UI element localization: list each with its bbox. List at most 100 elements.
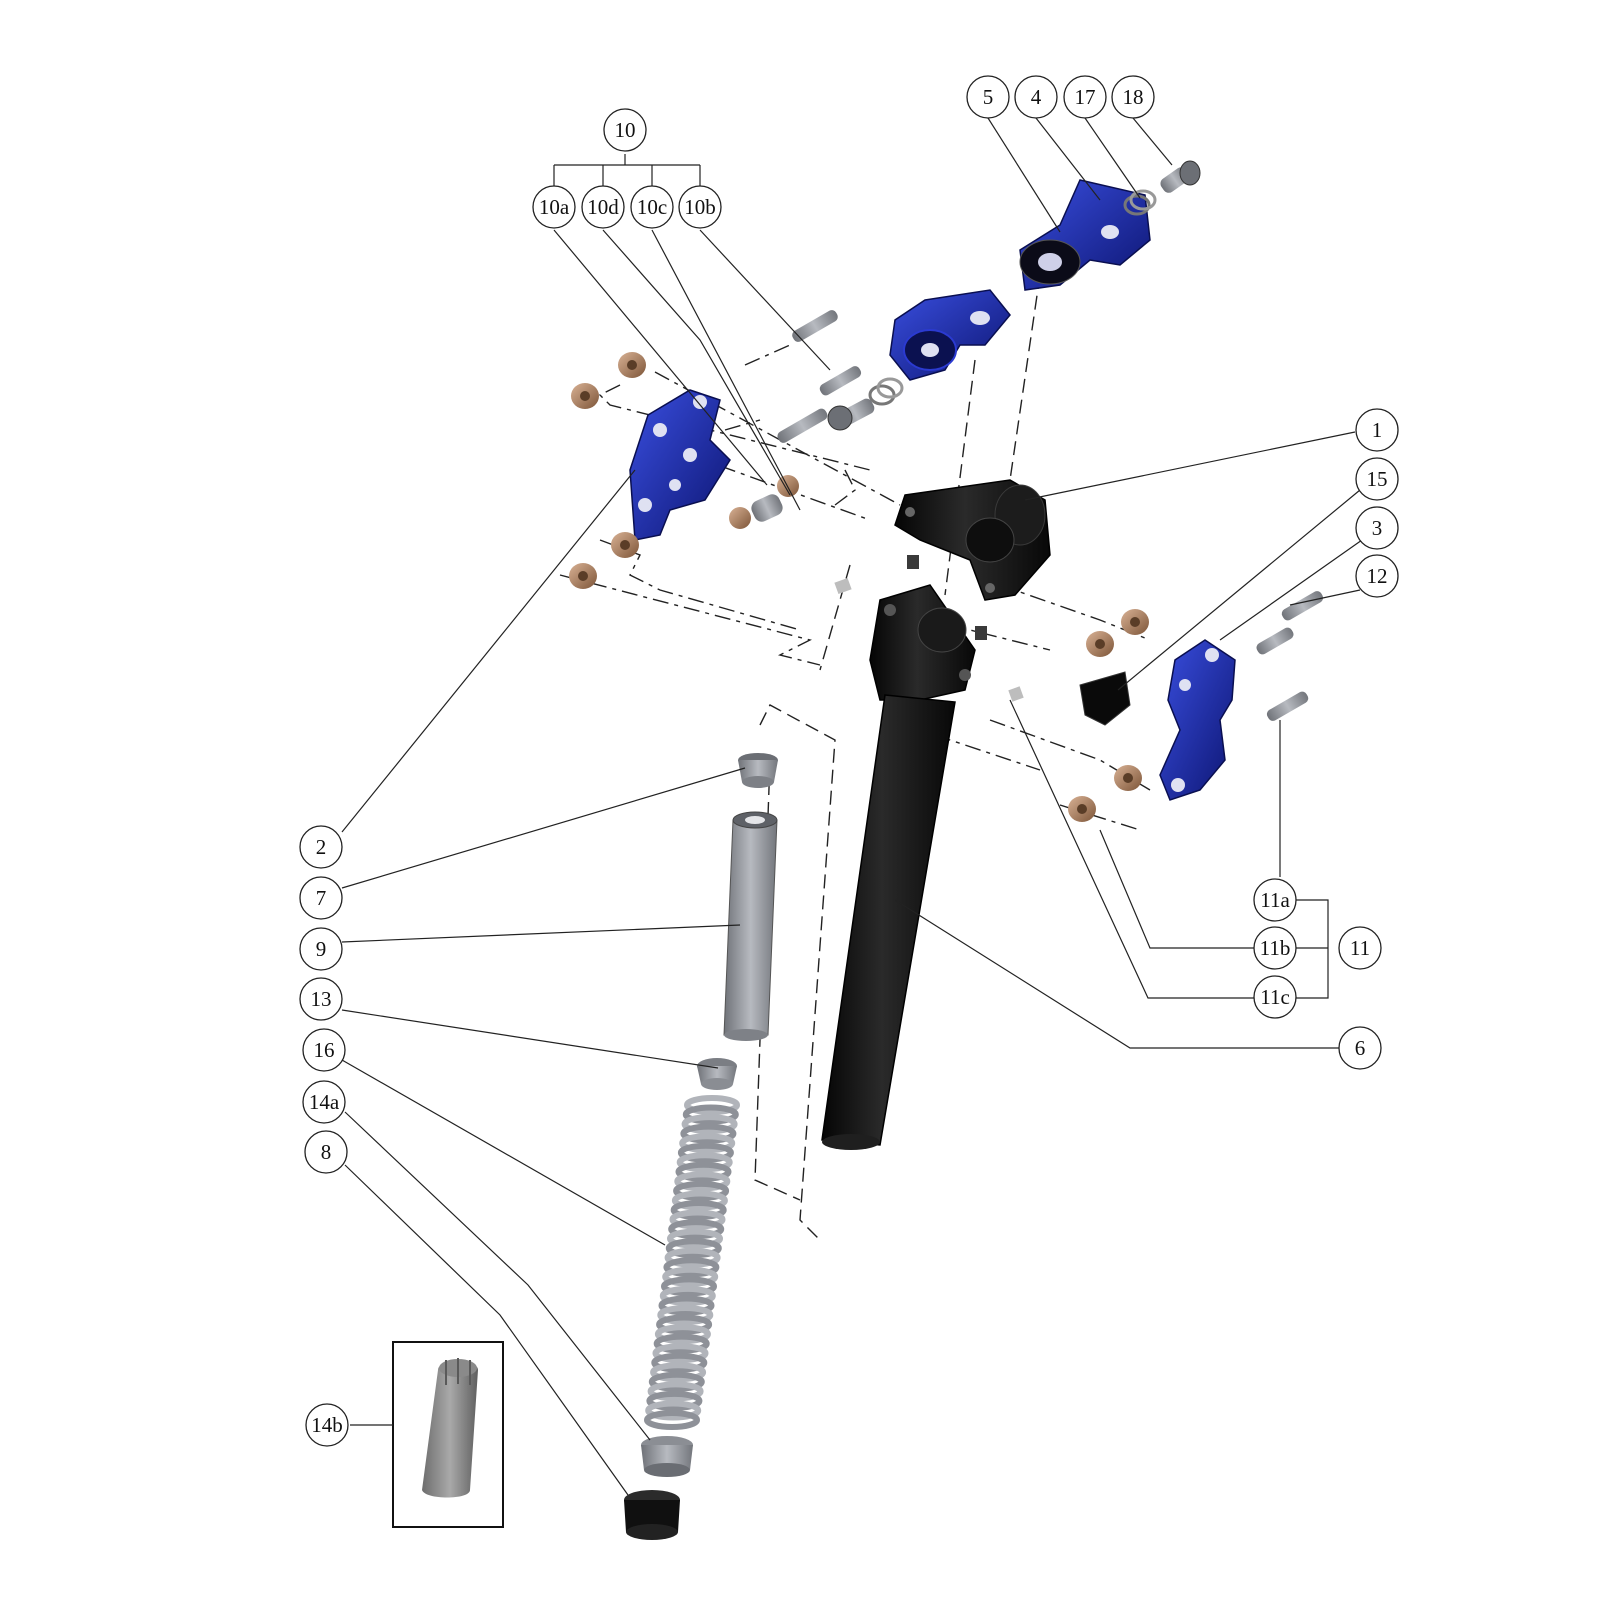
inset-box-14b — [392, 1341, 504, 1528]
callout-5: 5 — [966, 75, 1010, 119]
seatpost-tube — [821, 584, 976, 1150]
spring-coil — [681, 1114, 738, 1135]
spring-coil — [653, 1333, 710, 1354]
rubber-bumper-15 — [1079, 671, 1131, 726]
spring-coil — [665, 1238, 722, 1259]
svg-text:11a: 11a — [1260, 888, 1290, 912]
callout-6: 6 — [1338, 1026, 1382, 1070]
svg-text:15: 15 — [1367, 467, 1388, 491]
spring-retainer-14a — [641, 1436, 693, 1477]
callout-11: 11 — [1338, 926, 1382, 970]
spring-coil — [662, 1266, 719, 1287]
spring-coil — [647, 1381, 704, 1402]
callout-1: 1 — [1355, 408, 1399, 452]
top-cap-7 — [738, 753, 778, 788]
spring-coil — [644, 1410, 700, 1430]
spring-coil — [667, 1228, 723, 1249]
svg-text:4: 4 — [1031, 85, 1042, 109]
svg-text:13: 13 — [311, 987, 332, 1011]
spring-coil — [648, 1371, 705, 1392]
spring-coil — [669, 1209, 726, 1230]
svg-text:10c: 10c — [637, 195, 667, 219]
callout-3: 3 — [1355, 506, 1399, 550]
spring-coil — [658, 1295, 715, 1316]
svg-text:11c: 11c — [1260, 985, 1290, 1009]
leader-lines — [341, 117, 1363, 1496]
bottom-cap-8 — [624, 1490, 680, 1540]
svg-text:11b: 11b — [1260, 936, 1291, 960]
callout-14a: 14a — [302, 1080, 346, 1124]
svg-text:2: 2 — [316, 835, 327, 859]
bolt-18 — [1160, 160, 1201, 193]
svg-text:17: 17 — [1075, 85, 1096, 109]
svg-text:14a: 14a — [309, 1090, 340, 1114]
svg-text:12: 12 — [1367, 564, 1388, 588]
callout-10c: 10c — [630, 185, 674, 229]
callout-16: 16 — [302, 1028, 346, 1072]
spring-coil — [673, 1180, 730, 1201]
svg-text:6: 6 — [1355, 1036, 1366, 1060]
svg-text:16: 16 — [314, 1038, 335, 1062]
spring-coil — [670, 1200, 727, 1220]
left-link-plate — [629, 389, 731, 541]
spring-coil — [650, 1362, 707, 1383]
svg-text:10: 10 — [615, 118, 636, 142]
spring-coil — [663, 1257, 720, 1278]
spring-coil — [657, 1305, 714, 1325]
callout-7: 7 — [299, 876, 343, 920]
callout-17: 17 — [1063, 75, 1107, 119]
svg-text:14b: 14b — [311, 1413, 343, 1437]
spring-coil — [656, 1314, 713, 1335]
pins-right — [1256, 591, 1324, 721]
spring-coil — [654, 1324, 711, 1345]
callout-11b: 11b — [1253, 926, 1297, 970]
spring-coil — [674, 1171, 731, 1192]
svg-text:9: 9 — [316, 937, 327, 961]
spring-coil — [661, 1276, 717, 1297]
spring-coil — [679, 1133, 736, 1154]
spring-coil — [651, 1352, 708, 1373]
saddle-clamp-upper — [1019, 160, 1201, 291]
svg-text:11: 11 — [1350, 936, 1370, 960]
right-link-plate — [1159, 639, 1236, 801]
damper-sleeve-9 — [723, 811, 778, 1041]
svg-text:7: 7 — [316, 886, 327, 910]
bronze-bushings — [569, 352, 1149, 822]
svg-text:5: 5 — [983, 85, 994, 109]
spring-coil — [676, 1152, 733, 1173]
spring-coil — [671, 1190, 728, 1211]
callout-4: 4 — [1014, 75, 1058, 119]
callout-15: 15 — [1355, 457, 1399, 501]
callout-13: 13 — [299, 977, 343, 1021]
spring-coil — [664, 1247, 721, 1268]
spring-coil — [645, 1400, 702, 1421]
rocker-head — [894, 479, 1051, 601]
callout-10d: 10d — [581, 185, 625, 229]
svg-text:10d: 10d — [587, 195, 619, 219]
pivot-sleeve — [751, 494, 783, 522]
callout-11c: 11c — [1253, 975, 1297, 1019]
spring-coil — [675, 1161, 732, 1182]
spring-coil — [677, 1142, 734, 1163]
small-set-screws — [834, 555, 1024, 702]
callout-10b: 10b — [678, 185, 722, 229]
bolt — [827, 398, 875, 431]
callout-10: 10 — [603, 108, 647, 152]
callout-8: 8 — [304, 1130, 348, 1174]
svg-text:18: 18 — [1123, 85, 1144, 109]
saddle-clamp-lower — [827, 289, 1011, 431]
spring-seat-13 — [697, 1058, 737, 1090]
spring-washer — [868, 377, 904, 406]
callout-14b: 14b — [305, 1403, 349, 1447]
assembly-dash-lines — [559, 274, 1151, 1241]
spring-coil — [659, 1285, 716, 1306]
coil-spring-16 — [644, 1095, 740, 1430]
spring-coil — [680, 1123, 737, 1144]
svg-text:8: 8 — [321, 1140, 332, 1164]
callout-10a: 10a — [532, 185, 576, 229]
callout-11a: 11a — [1253, 878, 1297, 922]
callout-9: 9 — [299, 927, 343, 971]
svg-text:1: 1 — [1372, 418, 1383, 442]
spring-coil — [684, 1095, 740, 1115]
